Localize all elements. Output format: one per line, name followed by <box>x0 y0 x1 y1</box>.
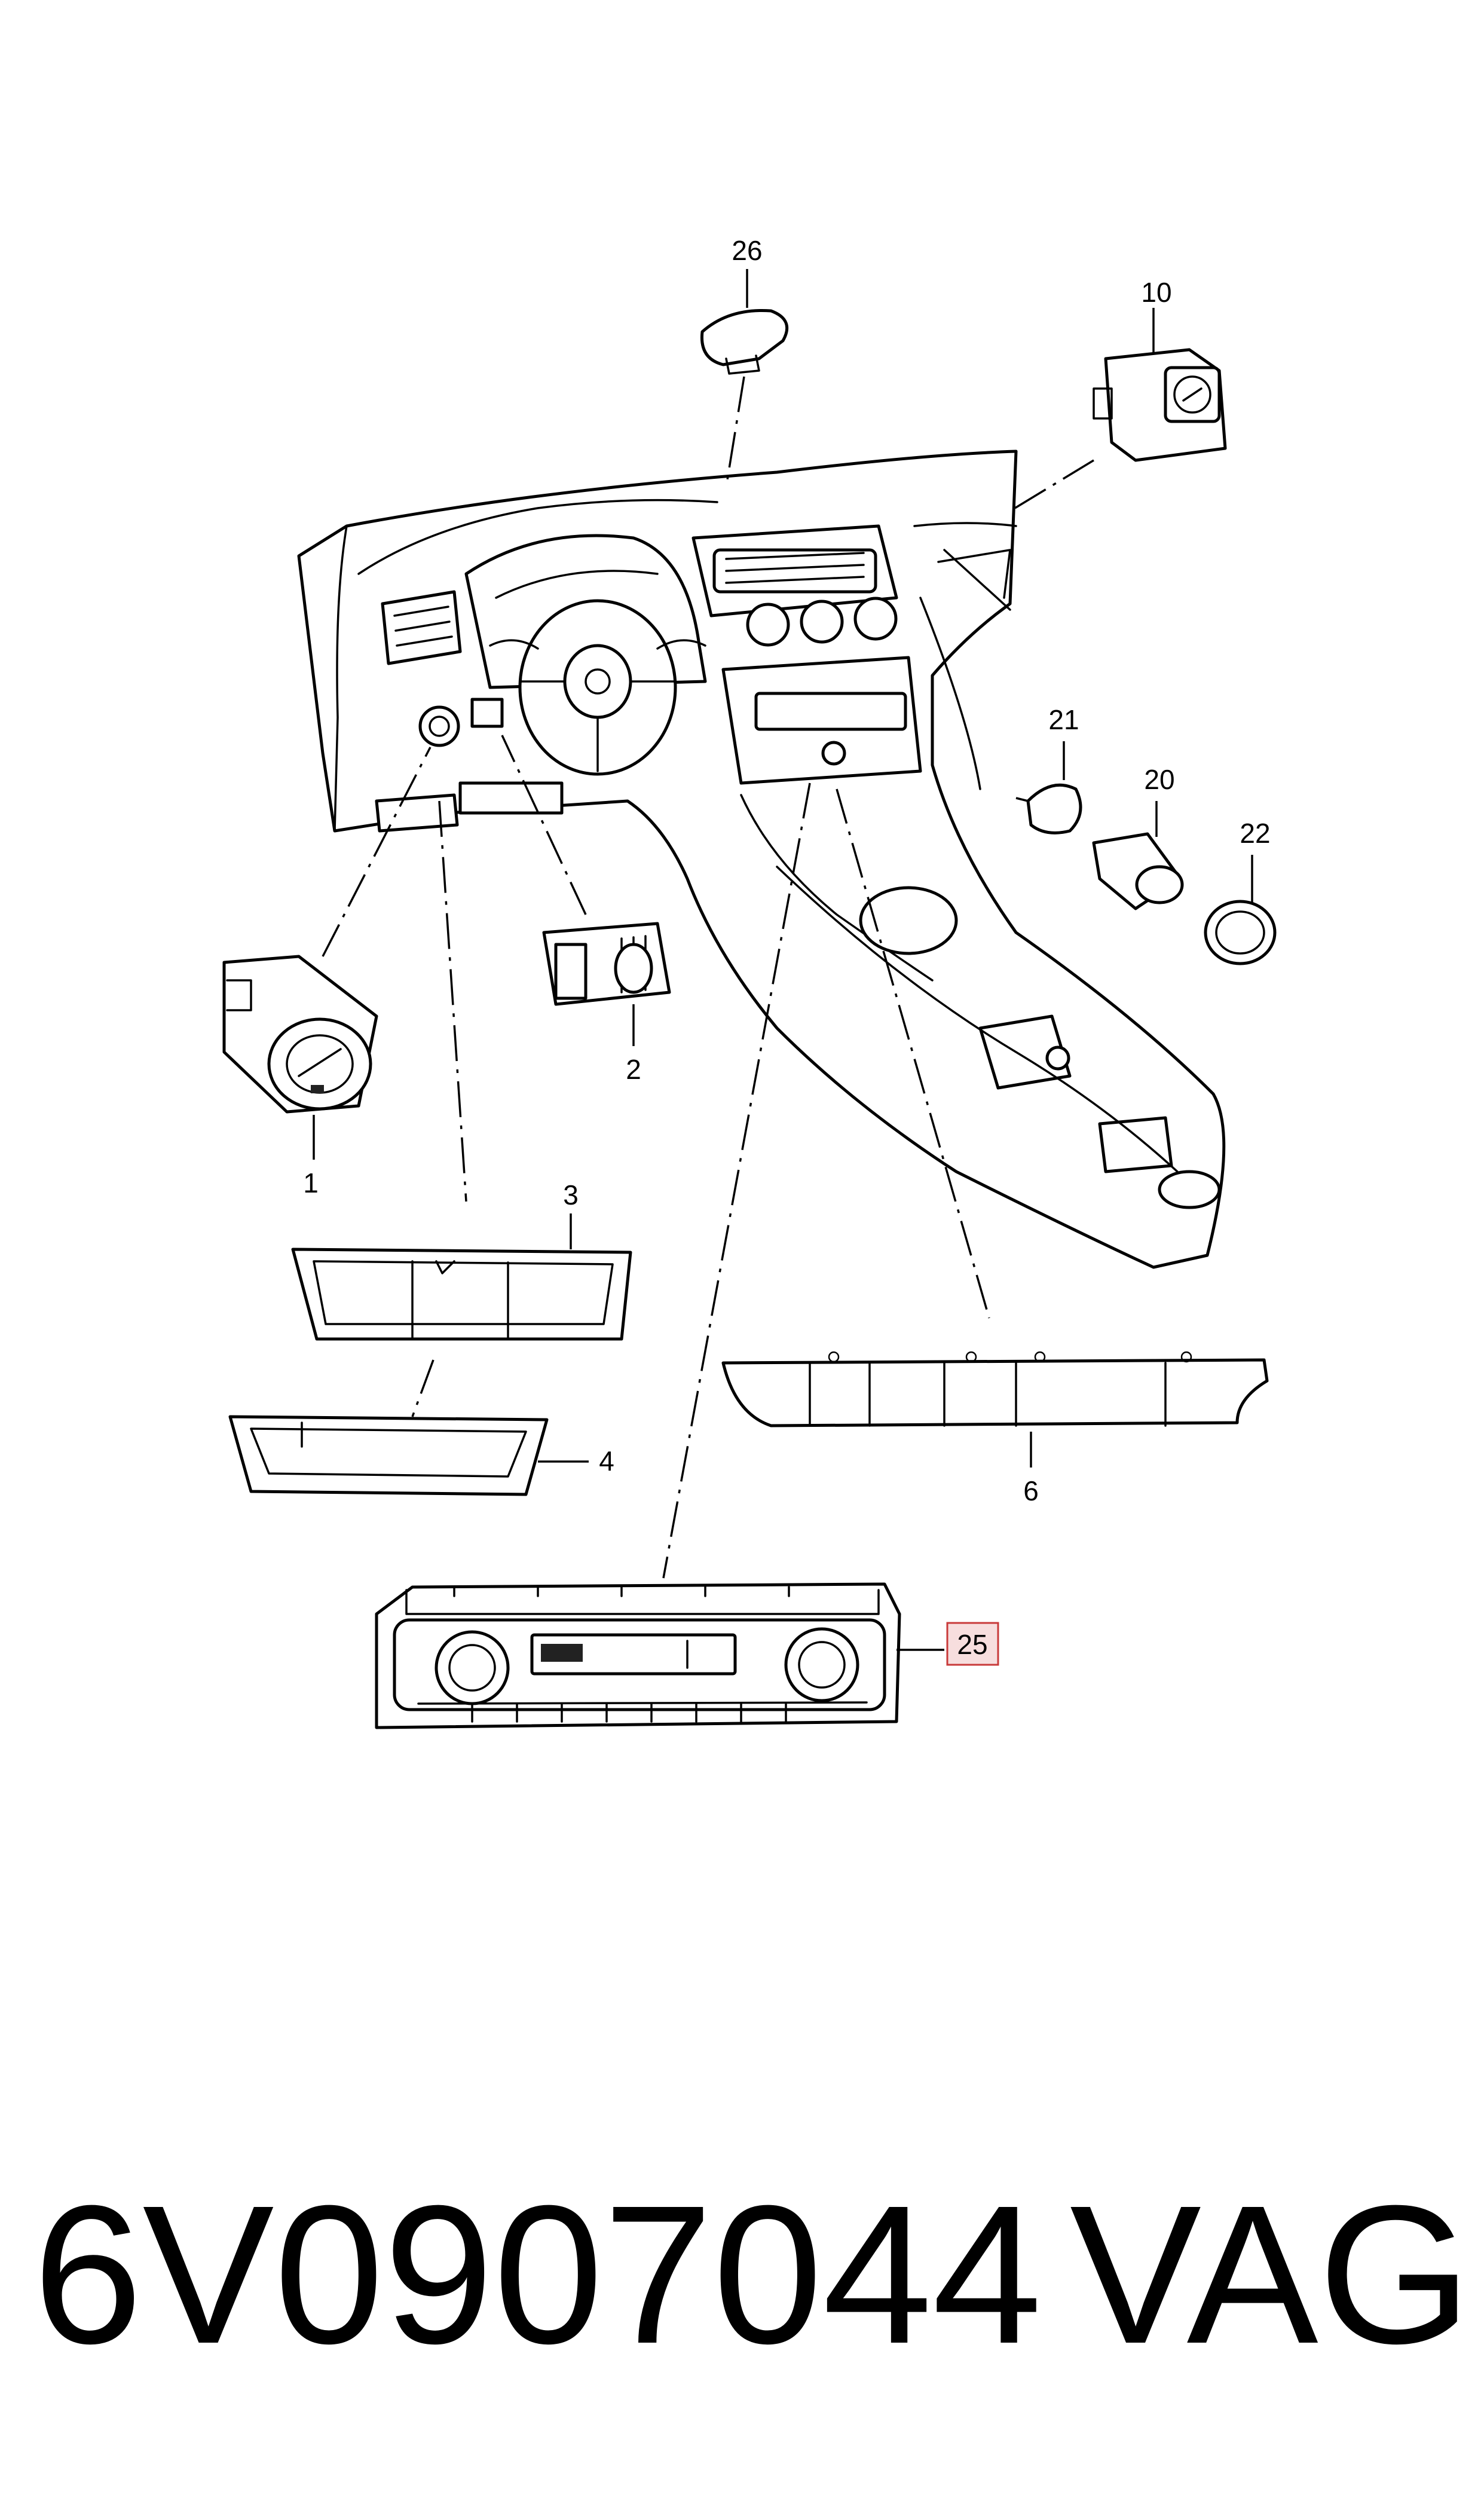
callout-2: 2 <box>626 1054 641 1085</box>
callout-21: 21 <box>1048 704 1079 735</box>
callout-4: 4 <box>599 1445 614 1476</box>
callout-10: 10 <box>1141 277 1171 308</box>
part-number-label: 6V0907044 <box>33 2164 1042 2384</box>
callout-20: 20 <box>1144 764 1174 795</box>
part-25: 25 <box>375 782 999 1729</box>
callout-6: 6 <box>1023 1475 1039 1506</box>
part-2: 2 <box>501 735 671 1085</box>
callout-25-highlight-box <box>946 1622 999 1666</box>
part-21: 21 <box>1015 704 1082 834</box>
dashboard-illustration <box>297 450 1226 1269</box>
part-6: 6 <box>721 788 1269 1506</box>
callout-26: 26 <box>732 235 762 266</box>
part-20: 20 <box>1092 764 1184 910</box>
callout-25: 25 <box>957 1629 987 1660</box>
part-4: 4 <box>228 1415 614 1496</box>
brand-label: VAG <box>1070 2164 1472 2384</box>
part-10: 10 <box>1009 277 1227 512</box>
callout-22: 22 <box>1240 818 1270 849</box>
part-3: 3 <box>291 800 632 1417</box>
part-26: 26 <box>700 235 789 488</box>
part-22: 22 <box>1204 818 1277 965</box>
part-1: 1 <box>222 747 432 1199</box>
callout-1: 1 <box>303 1167 319 1199</box>
callout-3: 3 <box>563 1179 579 1210</box>
